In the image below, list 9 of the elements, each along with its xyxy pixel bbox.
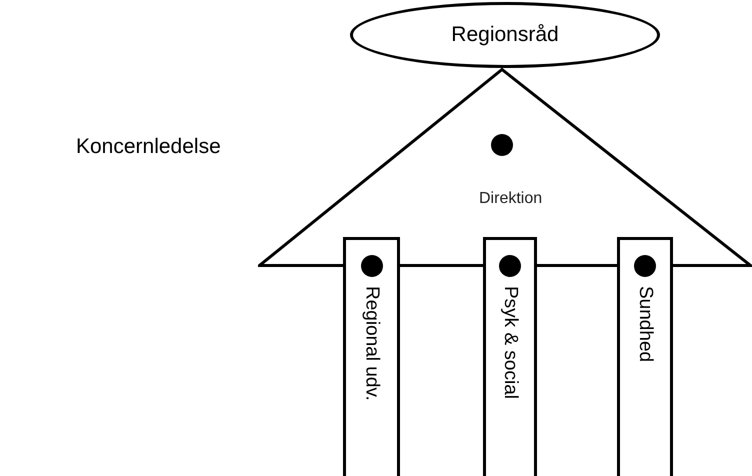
side-label: Koncernledelse xyxy=(76,135,221,159)
node-label: Regionsråd xyxy=(450,23,560,47)
node-label: Psyk & social xyxy=(499,286,521,399)
node-label: Direktion xyxy=(479,190,542,208)
pillar-node xyxy=(343,237,400,476)
pillar-node xyxy=(483,237,537,476)
pillar-node xyxy=(617,237,673,476)
node-label: Regional udv. xyxy=(360,286,382,401)
node-label: Sundhed xyxy=(634,286,656,362)
